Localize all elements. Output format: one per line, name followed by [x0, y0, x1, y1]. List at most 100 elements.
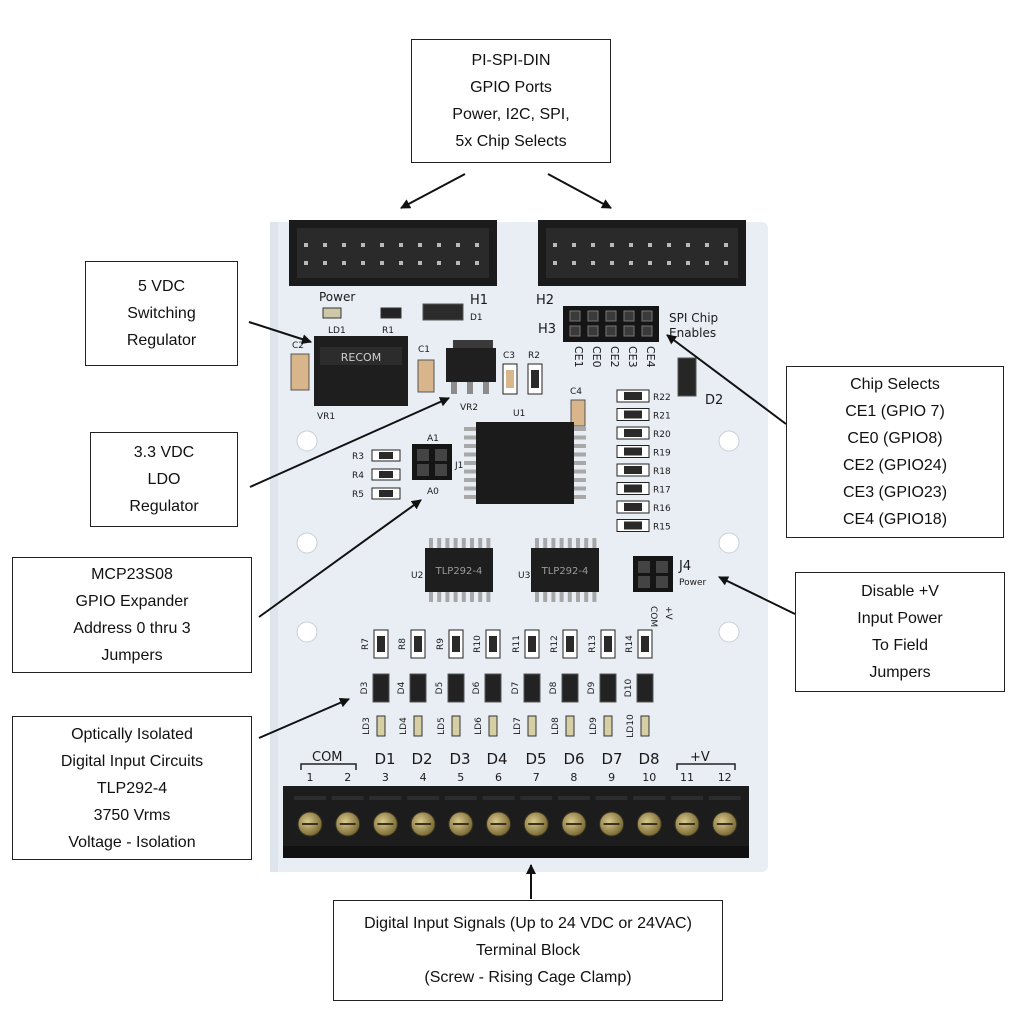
input-resistor-body: [489, 636, 497, 652]
arrow-to-ldo: [249, 397, 450, 488]
callout-optical-isolation: Optically Isolated Digital Input Circuit…: [12, 716, 252, 860]
u1-pin: [464, 435, 476, 440]
input-diode-label: D7: [511, 682, 521, 695]
callout-terminal-block: Digital Input Signals (Up to 24 VDC or 2…: [333, 900, 723, 1001]
header-pin: [361, 261, 365, 265]
u1-label: U1: [513, 409, 525, 419]
terminal-block: [283, 786, 749, 858]
callout-line: PI-SPI-DIN: [471, 52, 551, 69]
opto-pin: [559, 538, 564, 548]
header-pin: [591, 243, 595, 247]
cs-resistor-label: R15: [653, 523, 671, 533]
regulator-brand-text: RECOM: [341, 351, 381, 364]
opto-pin: [437, 592, 442, 602]
terminal-number: 2: [344, 771, 351, 784]
opto-pin: [486, 592, 491, 602]
terminal-number: 4: [420, 771, 427, 784]
callout-line: Switching: [127, 305, 196, 322]
opto-pin: [429, 538, 433, 548]
input-led-label: LD9: [589, 717, 599, 735]
cs-resistor-body: [624, 521, 642, 530]
header-pin: [705, 243, 709, 247]
opto-pin: [543, 592, 548, 602]
callout-line: Voltage - Isolation: [68, 833, 196, 851]
callout-gpio-expander: MCP23S08 GPIO Expander Address 0 thru 3 …: [12, 557, 252, 673]
input-channel-label: D5: [525, 750, 546, 768]
input-resistor-label: R12: [550, 635, 560, 653]
cs-resistor-label: R20: [653, 430, 671, 440]
header-pin: [399, 261, 403, 265]
header-pin: [553, 261, 557, 265]
opto-pin: [551, 538, 556, 548]
header-pin: [572, 243, 576, 247]
u1-pin: [464, 452, 476, 457]
callout-line: Address 0 thru 3: [73, 620, 191, 637]
input-diode: [599, 673, 617, 703]
c2-label: C2: [292, 341, 304, 351]
u1-pin: [464, 444, 476, 448]
plus-v-bracket: [676, 763, 736, 770]
callout-line: Regulator: [129, 498, 199, 515]
input-led: [640, 715, 650, 737]
header-pin: [399, 243, 403, 247]
input-diode: [372, 673, 390, 703]
input-resistor-label: R13: [588, 635, 598, 653]
com-label: COM: [312, 750, 343, 765]
input-led: [488, 715, 498, 737]
h3-pin: [587, 325, 599, 337]
input-resistor-label: R10: [473, 635, 483, 653]
input-diode: [636, 673, 654, 703]
terminal-number: 3: [382, 771, 389, 784]
u1-pin: [574, 452, 586, 457]
input-diode: [523, 673, 541, 703]
opto-pin: [535, 592, 539, 602]
opto-pin: [567, 592, 572, 602]
arrow-to-h2: [547, 173, 612, 209]
j4-power-label: Power: [679, 578, 707, 588]
u3-label: U3: [518, 571, 530, 581]
callout-line: 3750 Vrms: [93, 806, 171, 824]
terminal-cage: [294, 796, 326, 800]
callout-line: CE2 (GPIO24): [842, 457, 948, 474]
input-diode: [409, 673, 427, 703]
callout-line: Digital Input Circuits: [60, 752, 204, 770]
callout-line: Optically Isolated: [71, 725, 193, 743]
u1-pin: [464, 495, 476, 499]
vr2-label: VR2: [460, 403, 478, 413]
callout-line: Input Power: [857, 610, 943, 627]
callout-line: CE0 (GPIO8): [847, 430, 943, 447]
opto-pin: [470, 538, 474, 548]
input-channel-label: D8: [638, 750, 659, 768]
c4-label: C4: [570, 387, 582, 397]
h3-pin: [623, 310, 635, 322]
terminal-cage: [671, 796, 703, 800]
u1-pin: [574, 486, 586, 491]
header-pin: [456, 243, 460, 247]
j4-power-jumper: [633, 556, 673, 592]
input-resistor-body: [452, 636, 460, 652]
header-pin: [648, 261, 652, 265]
opto-pin: [535, 538, 539, 548]
u1-pin: [574, 495, 586, 499]
cs-resistor-label: R22: [653, 393, 671, 403]
callout-line: GPIO Ports: [470, 79, 552, 96]
terminal-cage: [331, 796, 364, 800]
h3-pin: [623, 325, 635, 337]
cs-resistor-body: [624, 503, 642, 511]
input-led-label: LD6: [474, 717, 484, 735]
u1-pin: [464, 461, 476, 465]
addr-resistor-body: [379, 471, 393, 478]
terminal-number: 1: [307, 771, 314, 784]
terminal-cage: [595, 796, 628, 800]
header-pin: [323, 243, 327, 247]
ld1-label: LD1: [328, 326, 346, 336]
input-led-label: LD5: [437, 717, 447, 735]
opto-pin: [445, 592, 450, 602]
u1-pin: [574, 469, 586, 474]
input-resistor-body: [604, 636, 612, 652]
input-diode-label: D6: [472, 681, 482, 694]
input-diode-label: D8: [549, 681, 559, 694]
u1-pin: [574, 478, 586, 482]
c1-label: C1: [418, 345, 430, 355]
input-diode-label: D3: [360, 682, 370, 695]
